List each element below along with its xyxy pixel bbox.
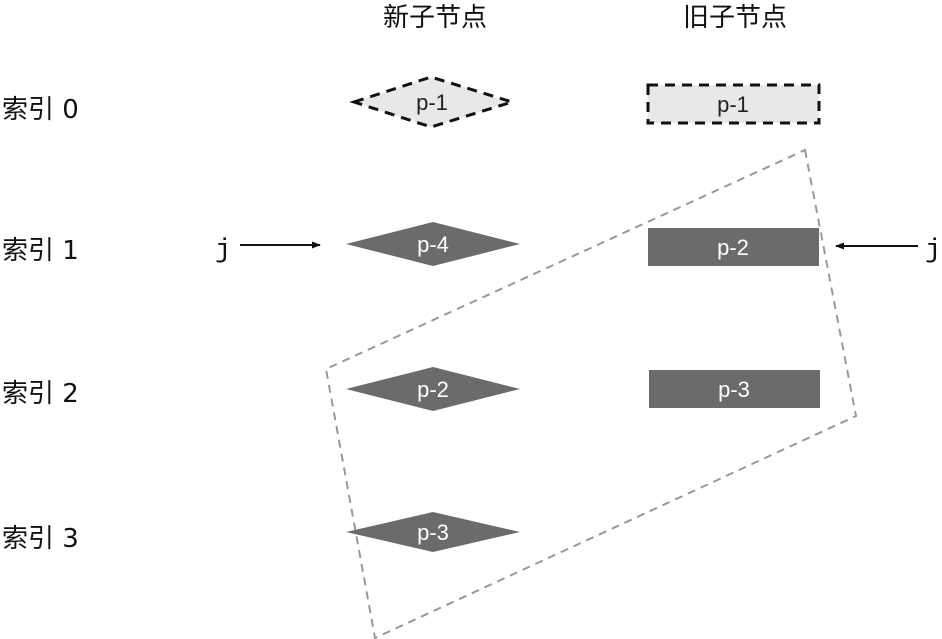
- header-old-children: 旧子节点: [683, 3, 787, 33]
- new-node-diamond-1: [346, 222, 520, 266]
- new-node-label-3: p-3: [417, 520, 449, 545]
- index-label-1: 索引 1: [2, 236, 79, 266]
- pointer-j-new: j: [215, 236, 231, 266]
- old-node-rect-2: [649, 370, 820, 408]
- new-node-label-0: p-1: [416, 90, 448, 115]
- header-new-children: 新子节点: [383, 3, 487, 33]
- index-label-0: 索引 0: [2, 95, 79, 125]
- new-node-diamond-0: [349, 75, 518, 129]
- index-label-2: 索引 2: [2, 379, 79, 409]
- index-label-3: 索引 3: [2, 524, 79, 554]
- old-node-label-2: p-3: [718, 377, 750, 402]
- old-node-rect-0: [646, 83, 821, 125]
- old-node-label-1: p-2: [717, 235, 749, 260]
- old-node-label-0: p-1: [717, 92, 749, 117]
- new-node-diamond-3: [346, 512, 520, 552]
- new-node-diamond-2: [346, 367, 520, 411]
- pointer-j-old: j: [925, 236, 941, 266]
- old-node-rect-1: [648, 228, 819, 266]
- new-node-label-2: p-2: [417, 377, 449, 402]
- new-node-label-1: p-4: [417, 232, 449, 257]
- dashed-group-frame: [324, 148, 858, 639]
